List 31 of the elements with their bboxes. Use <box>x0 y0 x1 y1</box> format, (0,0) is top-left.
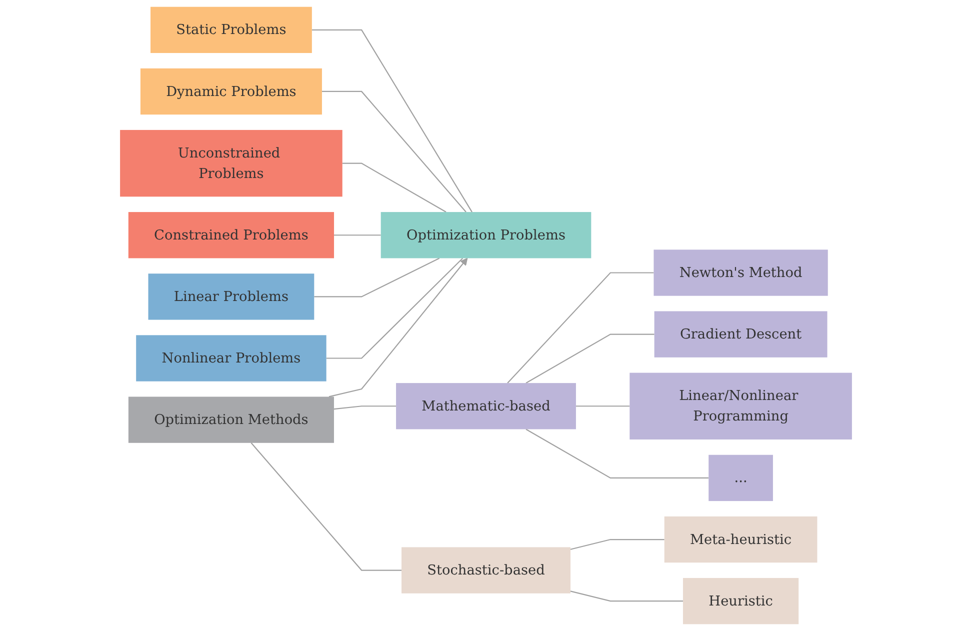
node-box: Meta-heuristic <box>664 516 818 563</box>
connector <box>507 272 654 384</box>
node-box: Optimization Methods <box>128 396 334 443</box>
connector <box>334 234 381 236</box>
connector <box>322 90 466 212</box>
node-box: Unconstrained Problems <box>120 130 342 197</box>
node-box: Newton's Method <box>654 250 828 296</box>
connector <box>570 538 664 550</box>
node-box: Optimization Problems <box>380 212 592 258</box>
node-box: Constrained Problems <box>128 212 334 258</box>
node-box: ... <box>708 454 773 502</box>
node-box: Dynamic Problems <box>140 68 322 115</box>
connector <box>314 258 440 298</box>
connector <box>334 406 396 410</box>
connector <box>570 590 683 602</box>
connector <box>526 334 654 384</box>
node-box: Nonlinear Problems <box>136 335 326 382</box>
node-box: Linear/Nonlinear Programming <box>630 372 852 440</box>
connector <box>326 258 464 359</box>
connector <box>576 406 630 407</box>
node-box: Gradient Descent <box>654 311 828 358</box>
node-box: Static Problems <box>150 6 312 53</box>
arrow <box>328 258 468 398</box>
node-box: Heuristic <box>682 578 799 624</box>
connector <box>342 162 446 213</box>
node-box: Mathematic-based <box>396 383 576 430</box>
connector <box>250 442 402 571</box>
node-box: Stochastic-based <box>402 547 570 594</box>
node-box: Linear Problems <box>148 274 314 320</box>
connector <box>312 29 472 212</box>
connector <box>526 428 709 478</box>
